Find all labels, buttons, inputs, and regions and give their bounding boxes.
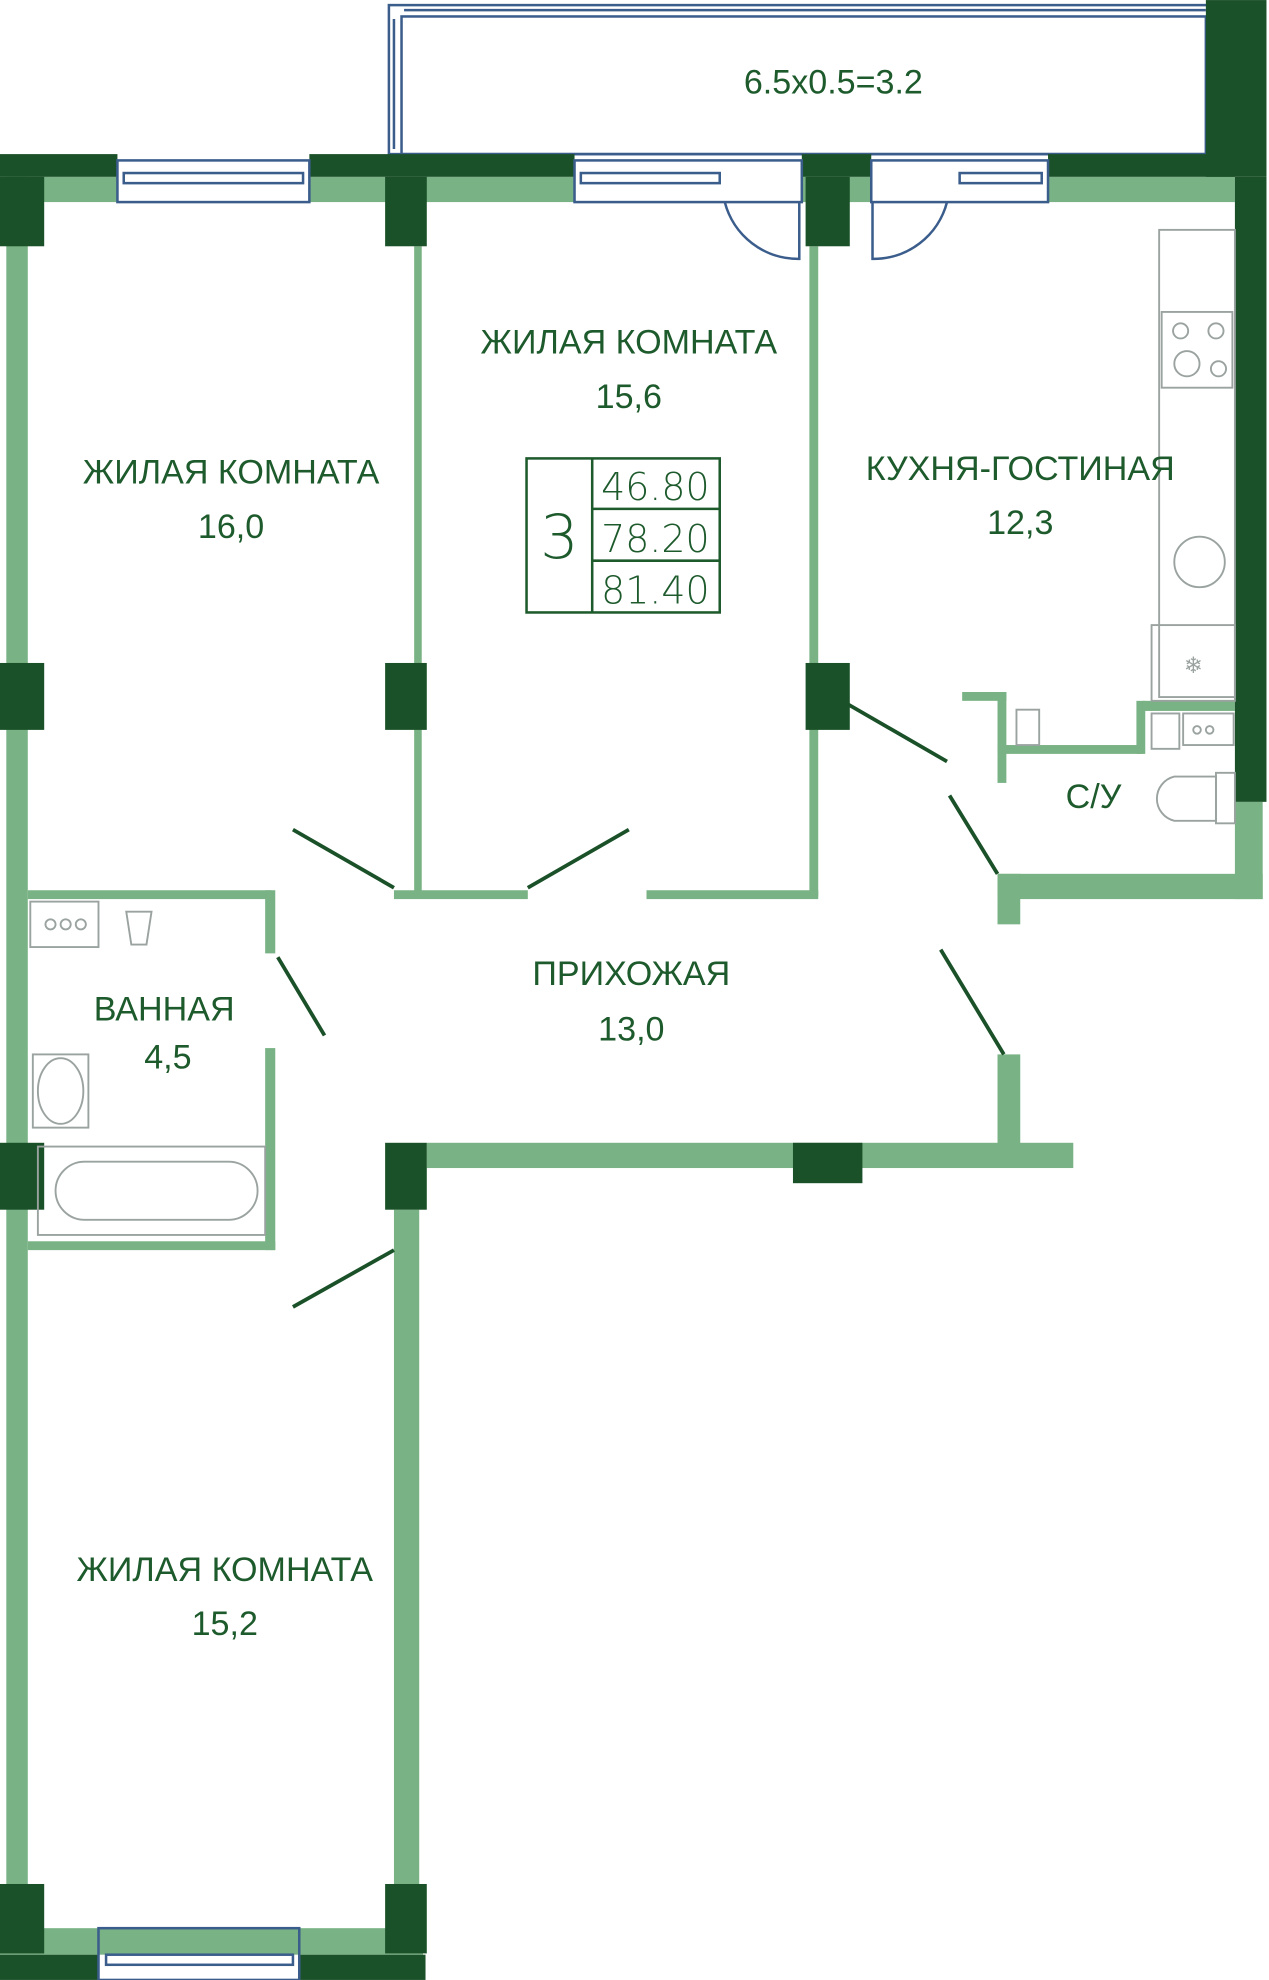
room-label-living-2: ЖИЛАЯ КОМНАТА 15,6 [481, 324, 778, 416]
fridge-icon [1150, 624, 1236, 702]
toilet-icon [1155, 775, 1217, 822]
room-area: 12,3 [987, 504, 1053, 542]
windows[interactable] [97, 159, 1050, 1980]
washbasin-icon [36, 1057, 85, 1125]
room-area: 13,0 [598, 1011, 664, 1049]
room-label-wc: С/У [1066, 778, 1122, 816]
room-area: 15,2 [192, 1605, 258, 1643]
balcony-doors[interactable] [723, 201, 949, 261]
room-name: ЖИЛАЯ КОМНАТА [76, 1551, 373, 1589]
svg-text:❄: ❄ [1184, 652, 1203, 678]
bathtub-icon [36, 1145, 267, 1236]
room-name: ЖИЛАЯ КОМНАТА [83, 454, 380, 492]
bathroom-fixtures [29, 900, 267, 1236]
wc-fixtures [1015, 708, 1236, 825]
room-area: 15,6 [596, 378, 662, 416]
interior-doors[interactable] [276, 702, 1006, 1309]
total-area-with-balcony: 81.40 [601, 569, 709, 613]
room-label-bathroom: ВАННАЯ 4,5 [94, 990, 235, 1076]
balcony-label: 6.5x0.5=3.2 [744, 63, 923, 101]
total-area: 78.20 [601, 517, 709, 561]
sink-icon [1173, 535, 1226, 589]
room-area: 16,0 [198, 508, 264, 546]
room-name: КУХНЯ-ГОСТИНАЯ [866, 450, 1175, 488]
area-summary-table: 3 46.80 78.20 81.40 [525, 457, 721, 614]
room-name: ВАННАЯ [94, 990, 235, 1028]
room-label-kitchen: КУХНЯ-ГОСТИНАЯ 12,3 [866, 450, 1175, 542]
room-label-hall: ПРИХОЖАЯ 13,0 [532, 955, 730, 1049]
room-area: 4,5 [144, 1038, 191, 1076]
living-area: 46.80 [601, 465, 709, 509]
room-name: С/У [1066, 778, 1122, 816]
room-name: ПРИХОЖАЯ [532, 955, 730, 993]
rooms-count: 3 [540, 503, 579, 573]
room-label-living-3: ЖИЛАЯ КОМНАТА 15,2 [76, 1551, 373, 1643]
room-label-living-1: ЖИЛАЯ КОМНАТА 16,0 [83, 454, 380, 546]
kitchen-fixtures: ❄ [1150, 228, 1236, 702]
room-name: ЖИЛАЯ КОМНАТА [481, 324, 778, 362]
stove-icon [1160, 310, 1234, 389]
